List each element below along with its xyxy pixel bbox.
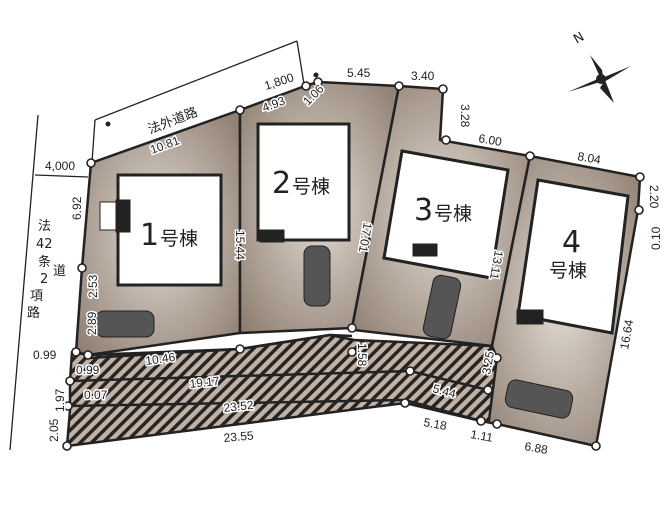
svg-text:2.53: 2.53 (86, 274, 100, 298)
svg-text:23.52: 23.52 (223, 398, 255, 415)
svg-text:16.64: 16.64 (617, 318, 636, 350)
svg-text:1.97: 1.97 (53, 388, 67, 412)
svg-text:6.00: 6.00 (477, 131, 503, 149)
svg-text:1.11: 1.11 (469, 427, 494, 445)
svg-text:2.05: 2.05 (47, 418, 61, 442)
outside-road-width: 1,800 (263, 70, 296, 93)
svg-text:2.89: 2.89 (85, 311, 99, 335)
svg-text:3.25: 3.25 (479, 350, 497, 376)
building-4-suffix: 号棟 (549, 260, 587, 282)
building-2-number: 2 (272, 166, 291, 201)
compass-north-label: N (571, 30, 587, 48)
building-2-suffix: 号棟 (292, 176, 330, 198)
car-icon (95, 245, 574, 419)
svg-text:23.55: 23.55 (223, 428, 254, 445)
svg-text:2.20: 2.20 (647, 185, 661, 209)
svg-text:法: 法 (38, 219, 51, 234)
svg-text:0.10: 0.10 (649, 226, 663, 250)
svg-text:2: 2 (40, 272, 48, 287)
building-1-suffix: 号棟 (160, 228, 198, 250)
svg-text:10.46: 10.46 (144, 350, 176, 368)
building-1[interactable] (116, 173, 223, 287)
svg-text:8.04: 8.04 (576, 149, 602, 167)
svg-text:項: 項 (30, 289, 43, 304)
svg-text:42: 42 (36, 237, 53, 252)
article42-road-width: 4,000 (45, 159, 75, 173)
svg-text:路: 路 (27, 305, 40, 321)
marker-dot (105, 121, 111, 127)
svg-text:5.18: 5.18 (422, 415, 448, 433)
article42-road-label: 法 42 条 2 項 道 路 (27, 219, 66, 321)
svg-text:0.07: 0.07 (84, 388, 108, 402)
svg-text:15.44: 15.44 (233, 230, 247, 260)
boundary-points (62, 77, 645, 451)
svg-text:0.99: 0.99 (76, 363, 100, 377)
svg-text:17.01: 17.01 (356, 221, 375, 253)
svg-text:条: 条 (38, 254, 51, 270)
svg-text:1.58: 1.58 (355, 343, 369, 367)
svg-text:13.11: 13.11 (487, 249, 506, 280)
svg-text:19.17: 19.17 (189, 374, 221, 391)
compass-rose-icon: N (568, 30, 631, 103)
building-2[interactable] (256, 122, 351, 242)
entrance-steps-icon (99, 199, 544, 325)
building-3-suffix: 号棟 (434, 203, 472, 225)
building-3-number: 3 (414, 193, 433, 228)
svg-text:6.92: 6.92 (70, 196, 84, 220)
svg-text:3.28: 3.28 (458, 104, 472, 128)
svg-text:6.88: 6.88 (523, 439, 549, 457)
building-4-number: 4 (562, 225, 581, 260)
svg-text:0.99: 0.99 (33, 348, 57, 362)
svg-text:5.45: 5.45 (347, 66, 371, 80)
svg-text:3.40: 3.40 (411, 69, 435, 83)
marker-dot (313, 72, 319, 78)
svg-text:道: 道 (53, 264, 66, 279)
building-1-number: 1 (140, 218, 159, 253)
road-lines (9, 40, 305, 451)
building-4[interactable] (516, 178, 630, 335)
